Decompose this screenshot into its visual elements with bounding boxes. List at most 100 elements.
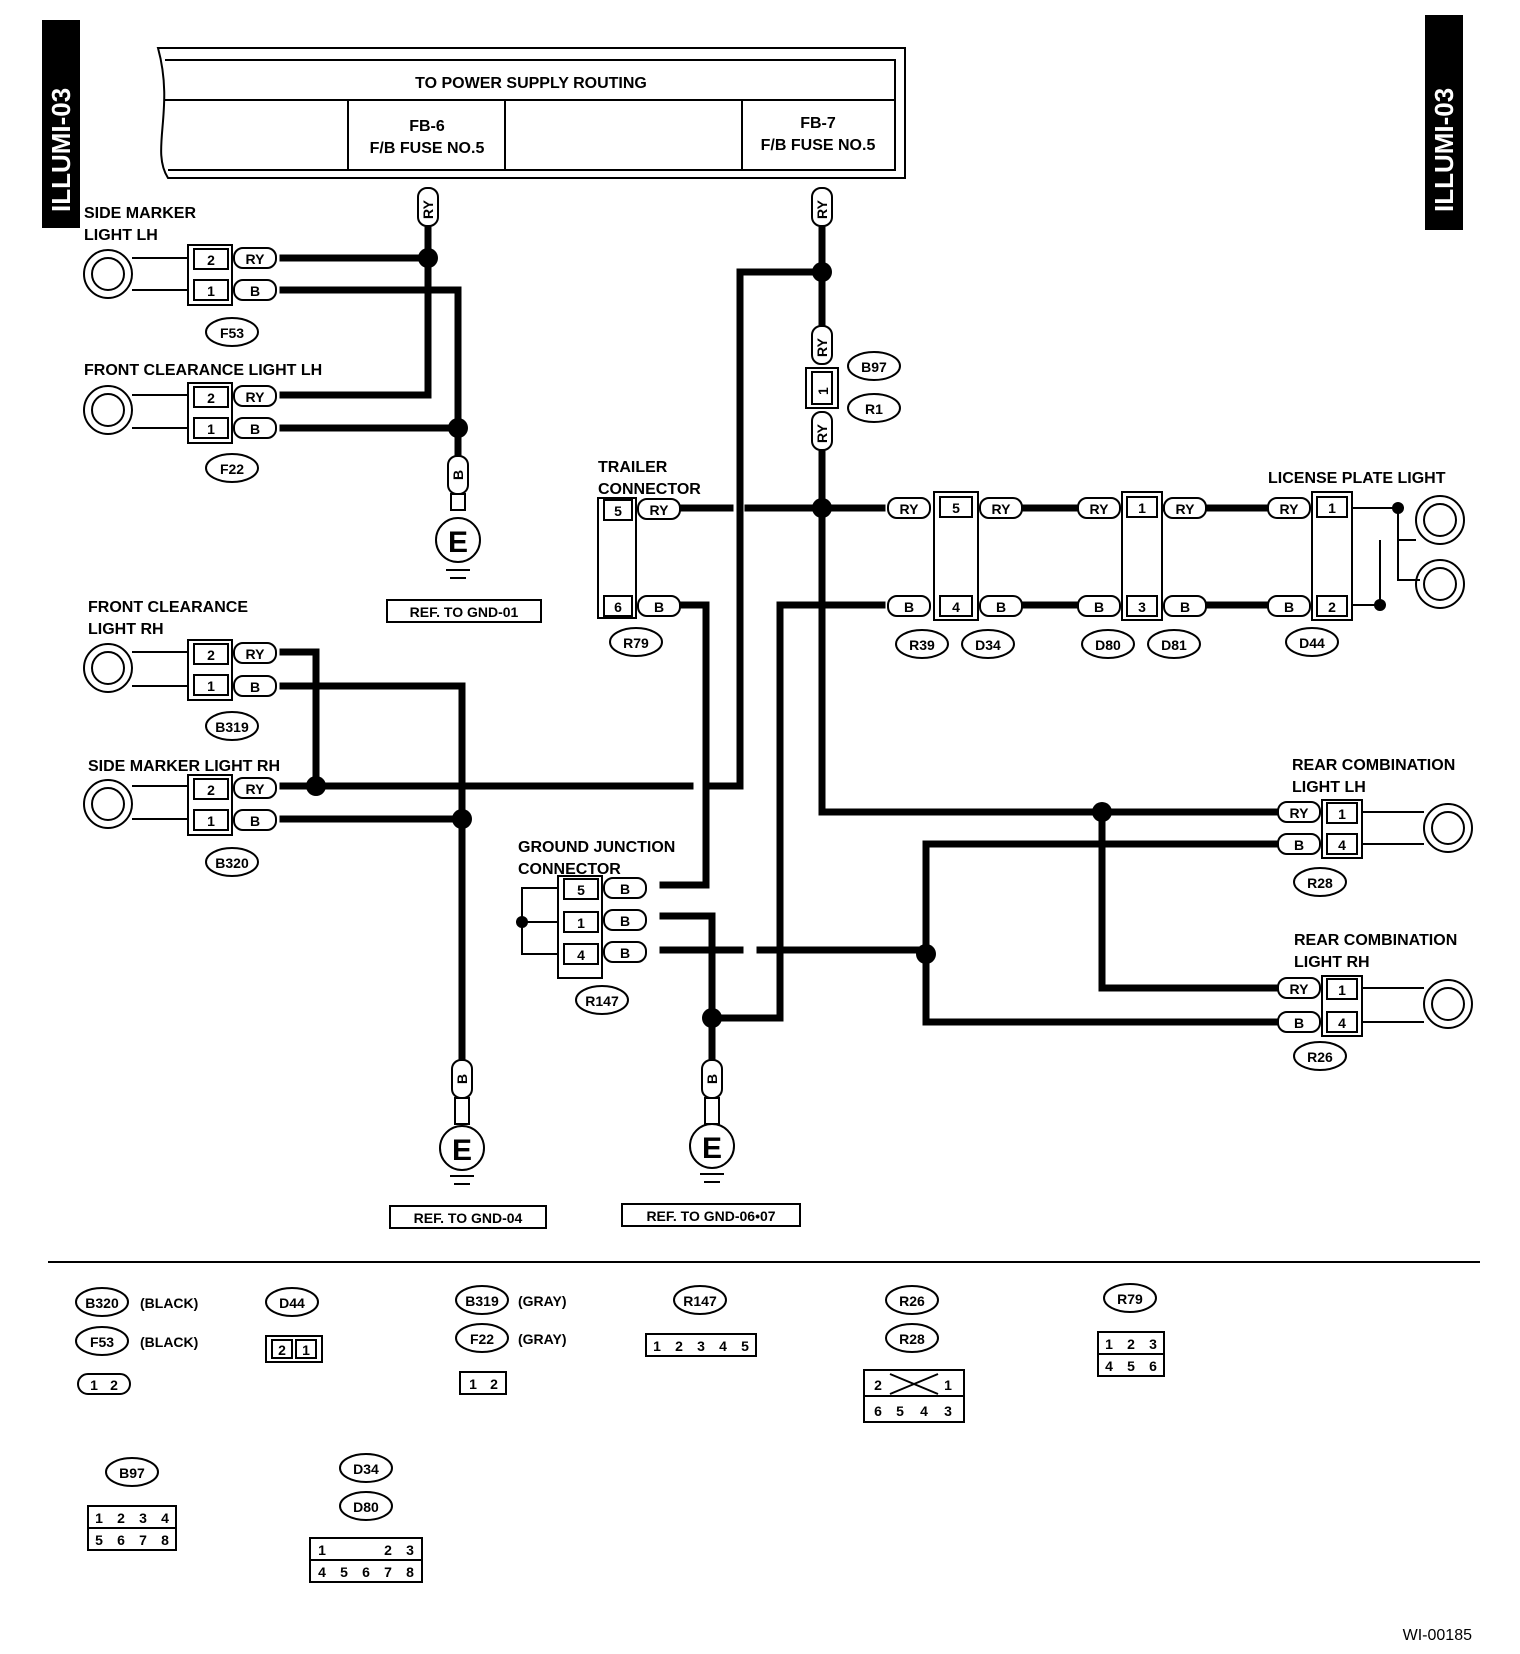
svg-text:8: 8 [406,1564,414,1580]
svg-text:1: 1 [577,915,585,931]
svg-text:B319: B319 [215,719,249,735]
svg-text:B: B [250,813,260,829]
fb6-label: FB-6 [409,118,445,135]
connector-r147: 5 1 4 B B B R147 [557,875,647,1015]
svg-text:1: 1 [944,1377,952,1393]
power-supply-routing-box: TO POWER SUPPLY ROUTING FB-6 F/B FUSE NO… [156,47,906,179]
svg-text:B: B [996,599,1006,615]
svg-text:B: B [654,599,664,615]
svg-text:RY: RY [1090,501,1110,517]
ground-junction-label-1: GROUND JUNCTION [518,839,675,856]
svg-text:1: 1 [318,1542,326,1558]
svg-text:2: 2 [207,647,215,663]
svg-text:B: B [450,470,466,480]
svg-text:2: 2 [117,1510,125,1526]
svg-text:D44: D44 [1299,635,1325,651]
svg-text:(GRAY): (GRAY) [518,1293,567,1309]
wire-tag-b97-top: RY [811,325,833,365]
svg-text:RY: RY [1290,981,1310,997]
svg-text:B: B [250,283,260,299]
svg-text:B: B [1180,599,1190,615]
svg-text:D80: D80 [1095,637,1121,653]
svg-text:1: 1 [207,813,215,829]
svg-text:1: 1 [653,1338,661,1354]
license-plate-lamp-1-icon [1415,495,1465,545]
svg-text:RY: RY [246,389,266,405]
wire-tag-b97-bottom: RY [811,411,833,451]
rear-comb-rh-label-2: LIGHT RH [1294,954,1370,971]
svg-text:3: 3 [1149,1336,1157,1352]
fb6-fuse-label: F/B FUSE NO.5 [370,140,485,157]
svg-text:1: 1 [1338,982,1346,998]
svg-text:4: 4 [161,1510,169,1526]
svg-text:4: 4 [952,599,960,615]
svg-text:B97: B97 [861,359,887,375]
svg-text:2: 2 [207,390,215,406]
svg-text:D44: D44 [279,1295,305,1311]
svg-text:B319: B319 [465,1293,499,1309]
svg-text:REF. TO GND-04: REF. TO GND-04 [414,1210,523,1226]
svg-text:F53: F53 [90,1334,114,1350]
svg-text:RY: RY [420,199,436,219]
svg-text:5: 5 [741,1338,749,1354]
svg-text:4: 4 [577,947,585,963]
svg-text:B: B [620,913,630,929]
connector-f22: 2 1 RY B F22 [187,382,277,483]
svg-text:RY: RY [992,501,1012,517]
svg-text:F22: F22 [220,461,244,477]
wire-tag-gnd01-b: B [447,455,469,495]
svg-text:6: 6 [614,599,622,615]
page-tag-left: ILLUMI-03 [42,20,80,228]
trailer-connector-label-1: TRAILER [598,459,668,476]
svg-text:3: 3 [1138,599,1146,615]
connector-r39-d34: RY B 5 4 RY B R39 D34 [887,491,1023,659]
svg-text:B320: B320 [215,855,249,871]
lamp-icons [83,249,1473,1029]
svg-text:1: 1 [90,1377,98,1393]
svg-text:5: 5 [1127,1358,1135,1374]
page-tag-right: ILLUMI-03 [1425,15,1463,230]
b97-r1-connector: 1 [805,367,839,409]
svg-text:D34: D34 [353,1461,379,1477]
ground-junction-label-2: CONNECTOR [518,861,621,878]
r1-badge: R1 [847,393,901,423]
svg-text:7: 7 [139,1532,147,1548]
svg-text:R28: R28 [899,1331,925,1347]
svg-text:RY: RY [900,501,920,517]
ground-gnd0607: E REF. TO GND-06•07 [621,1097,801,1227]
svg-text:RY: RY [246,646,266,662]
svg-text:2: 2 [490,1376,498,1392]
b97-badge: B97 [847,351,901,381]
svg-text:R147: R147 [585,993,619,1009]
legend: B320 (BLACK) F53 (BLACK) 1 2 D44 2 1 B31… [75,1283,1165,1583]
svg-text:4: 4 [920,1403,928,1419]
connector-r26: RY B 1 4 R26 [1277,975,1363,1071]
svg-text:ILLUMI-03: ILLUMI-03 [1429,88,1459,212]
svg-text:RY: RY [246,251,266,267]
svg-text:1: 1 [207,283,215,299]
side-marker-rh-lamp-icon [83,779,188,829]
svg-text:R26: R26 [1307,1049,1333,1065]
svg-text:5: 5 [577,882,585,898]
svg-text:R26: R26 [899,1293,925,1309]
svg-text:(GRAY): (GRAY) [518,1331,567,1347]
svg-text:(BLACK): (BLACK) [140,1295,198,1311]
svg-text:2: 2 [278,1342,286,1358]
svg-text:R79: R79 [1117,1291,1143,1307]
svg-text:R39: R39 [909,637,935,653]
svg-text:R147: R147 [683,1293,717,1309]
front-clearance-rh-lamp-icon [83,643,188,693]
rear-comb-lh-label-1: REAR COMBINATION [1292,757,1455,774]
svg-text:RY: RY [1280,501,1300,517]
fb7-label: FB-7 [800,115,836,132]
svg-text:R28: R28 [1307,875,1333,891]
svg-text:F22: F22 [470,1331,494,1347]
svg-text:1: 1 [302,1342,310,1358]
svg-text:B320: B320 [85,1295,119,1311]
connector-f53: 2 1 RY B F53 [187,244,277,347]
svg-text:B: B [1094,599,1104,615]
svg-text:3: 3 [139,1510,147,1526]
svg-text:3: 3 [944,1403,952,1419]
wire-tag-fb7-ry: RY [811,187,833,227]
wire-tag-gnd04-b: B [451,1059,473,1099]
